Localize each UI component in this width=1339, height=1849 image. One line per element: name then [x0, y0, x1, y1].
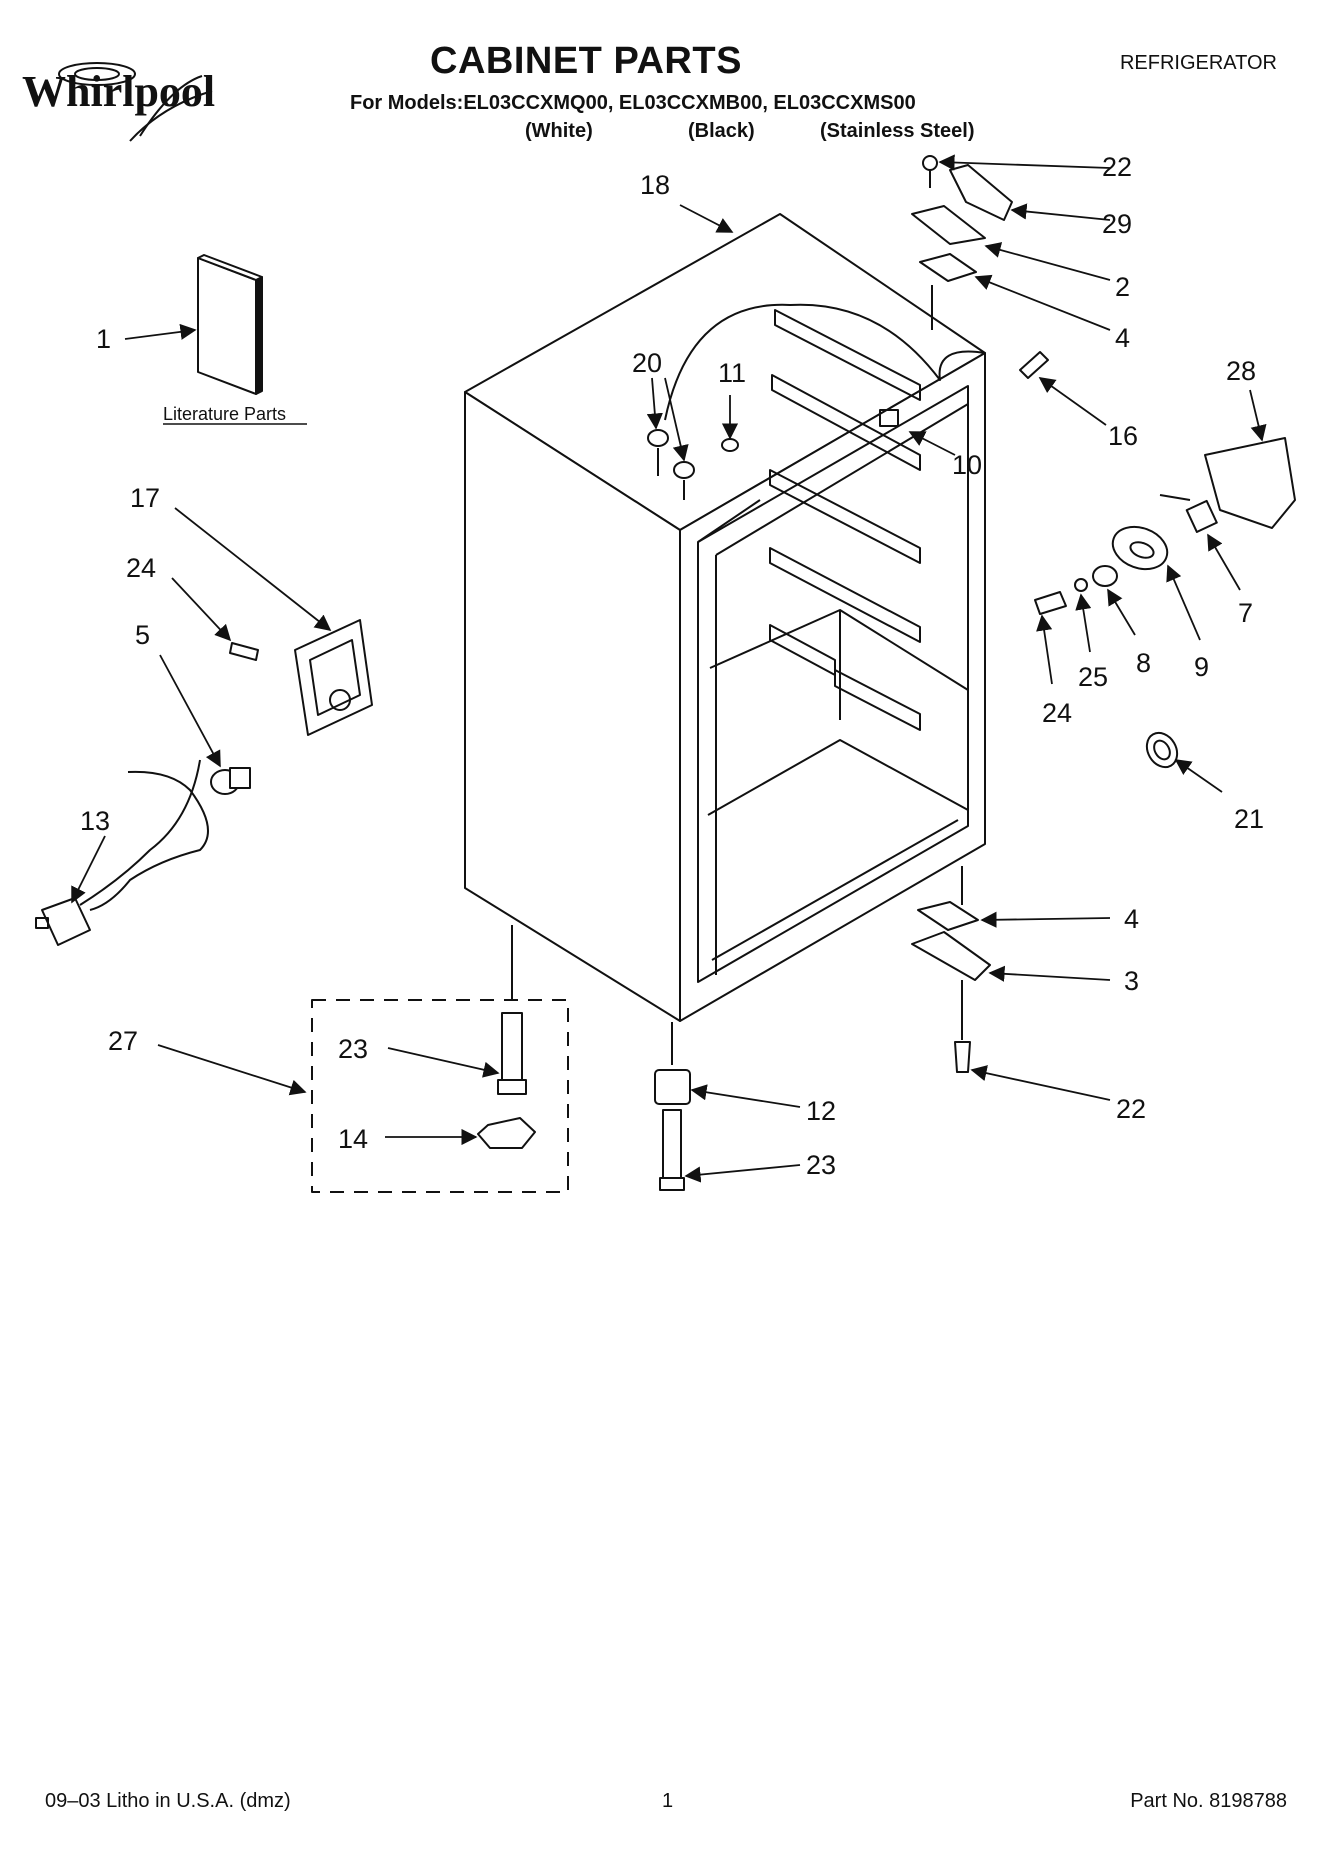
callout-22-bottom: 22	[1116, 1094, 1146, 1124]
callout-20: 20	[632, 348, 662, 378]
litho-note: 09–03 Litho in U.S.A. (dmz)	[45, 1790, 291, 1812]
callout-18: 18	[640, 170, 670, 200]
knob-cluster	[1034, 525, 1169, 615]
callout-27: 27	[108, 1026, 138, 1056]
page-title: CABINET PARTS	[430, 40, 742, 82]
whirlpool-logo: Whirlpool	[22, 62, 215, 142]
models-line: For Models:EL03CCXMQ00, EL03CCXMB00, EL0…	[350, 92, 916, 114]
callout-1: 1	[96, 324, 111, 354]
callout-8: 8	[1136, 648, 1151, 678]
leg-kit-27	[311, 999, 569, 1193]
variant-stainless: (Stainless Steel)	[820, 120, 975, 142]
callout-5: 5	[135, 620, 150, 650]
callout-2: 2	[1115, 272, 1130, 302]
callout-4-top: 4	[1115, 323, 1130, 353]
callout-9: 9	[1194, 652, 1209, 682]
power-cord	[35, 759, 209, 946]
callout-10: 10	[952, 450, 982, 480]
callout-17: 17	[130, 483, 160, 513]
screw-24-left	[229, 642, 259, 661]
callout-7: 7	[1238, 598, 1253, 628]
callout-11: 11	[718, 358, 746, 388]
callout-16: 16	[1108, 421, 1138, 451]
callout-22-top: 22	[1102, 152, 1132, 182]
part-16-clip	[1019, 351, 1049, 379]
callout-25: 25	[1078, 662, 1108, 692]
callout-24-right: 24	[1042, 698, 1072, 728]
light-housing	[294, 619, 373, 736]
callout-28: 28	[1226, 356, 1256, 386]
callout-13: 13	[80, 806, 110, 836]
bottom-hinge	[911, 866, 991, 1073]
callout-23-right: 23	[806, 1150, 836, 1180]
refrigerator-cabinet	[464, 213, 986, 1022]
callout-14: 14	[338, 1124, 368, 1154]
page-number: 1	[662, 1790, 674, 1812]
callout-24-left: 24	[126, 553, 156, 583]
shelf-clips	[647, 429, 739, 500]
control-housing	[1159, 437, 1296, 533]
category-label: REFRIGERATOR	[1119, 52, 1277, 74]
literature-parts-label: Literature Parts	[163, 404, 286, 424]
variant-black: (Black)	[688, 120, 755, 142]
literature-booklet	[197, 254, 263, 395]
callout-23-left: 23	[338, 1034, 368, 1064]
callout-4-bottom: 4	[1124, 904, 1139, 934]
lamp-socket	[210, 767, 251, 795]
callout-3: 3	[1124, 966, 1139, 996]
callout-21: 21	[1234, 804, 1264, 834]
callout-29: 29	[1102, 209, 1132, 239]
variant-white: (White)	[525, 120, 593, 142]
callout-12: 12	[806, 1096, 836, 1126]
brand-wordmark: Whirlpool	[22, 67, 215, 116]
part-number: Part No. 8198788	[1130, 1790, 1287, 1812]
sensor-21	[1145, 731, 1179, 769]
leg-12-23	[654, 1069, 691, 1191]
top-hinge-assembly	[911, 155, 1013, 330]
